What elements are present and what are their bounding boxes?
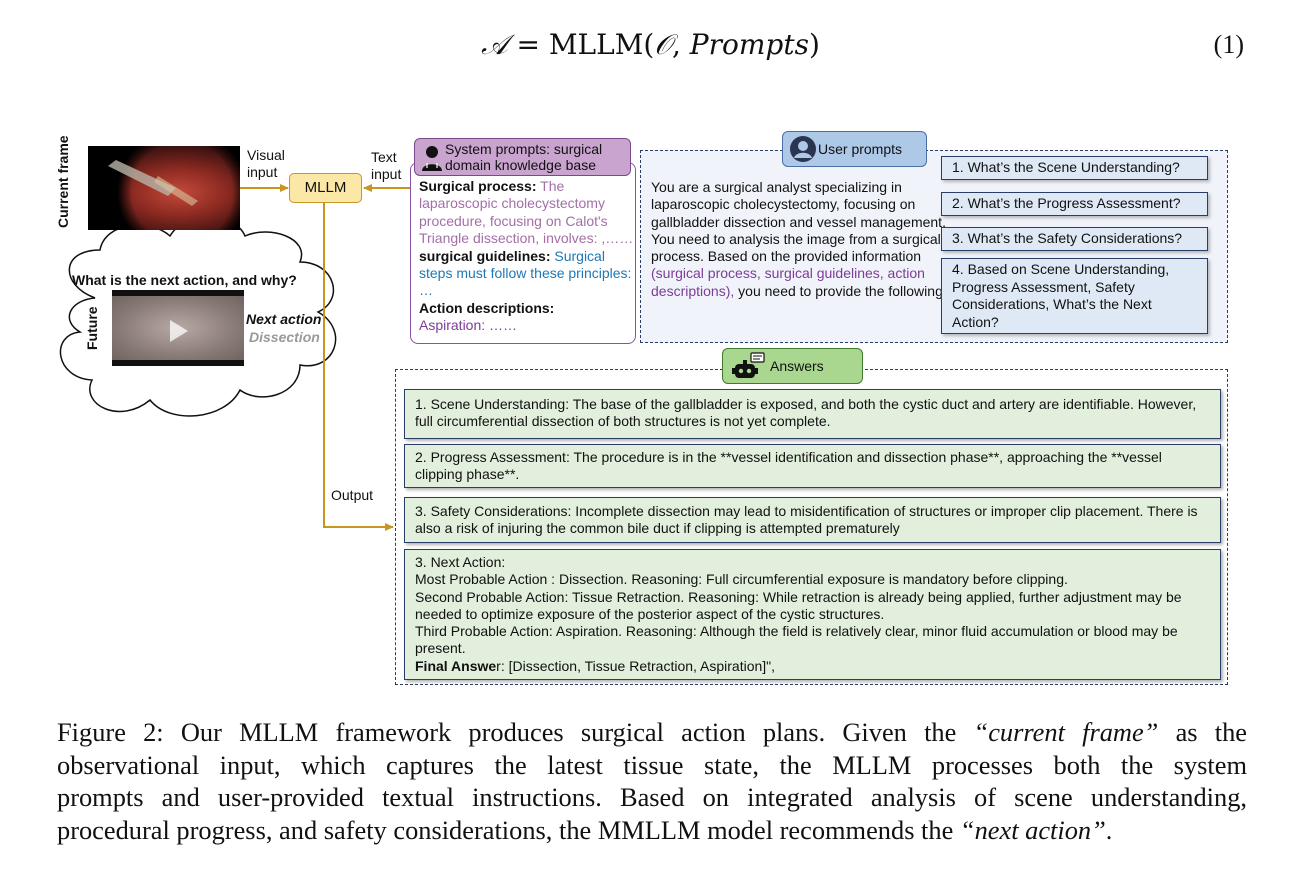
caption-l4-a: procedural progress, and safety consider… — [57, 814, 960, 845]
figure-caption: Figure 2: Our MLLM framework produces su… — [57, 716, 1247, 846]
guidelines-text: Surgical steps must follow these princip… — [419, 247, 632, 299]
user-text-highlight: (surgical process, surgical guidelines, … — [651, 265, 925, 299]
system-prompts-title: System prompts: surgical domain knowledg… — [445, 141, 603, 173]
equation-number: (1) — [1213, 30, 1244, 59]
final-answer-bold: Final Answe — [415, 657, 497, 674]
caption-l1-b: as the — [1158, 717, 1247, 747]
user-prompts-text: You are a surgical analyst specializing … — [651, 179, 947, 300]
final-answer: Final Answer: [Dissection, Tissue Retrac… — [415, 658, 1210, 675]
final-answer-rest: r: [Dissection, Tissue Retraction, Aspir… — [496, 657, 776, 674]
action-descriptions-label: Action descriptions: — [419, 299, 555, 316]
user-text-before: You are a surgical analyst specializing … — [651, 179, 946, 265]
play-icon — [170, 320, 188, 342]
eq-prompts: Prompts — [689, 28, 809, 61]
visual-input-label-2: input — [247, 164, 278, 180]
answers-title: Answers — [770, 358, 824, 374]
question-3: 3. What’s the Safety Considerations? — [941, 227, 1208, 251]
next-action-question: What is the next action, and why? — [72, 272, 297, 288]
caption-current-frame: “current frame” — [973, 717, 1159, 747]
third-probable-action: Third Probable Action: Aspiration. Reaso… — [415, 623, 1178, 657]
answer-scene-understanding: 1. Scene Understanding: The base of the … — [404, 389, 1221, 439]
text-input-label-1: Text — [371, 149, 397, 165]
next-action-title: 3. Next Action: — [415, 554, 506, 570]
equation-body: 𝒜 = MLLM(𝒪, Prompts) — [0, 28, 1301, 62]
question-4: 4. Based on Scene Understanding, Progres… — [941, 258, 1208, 334]
user-icon — [790, 136, 816, 162]
caption-next-action: “next action” — [959, 814, 1106, 845]
caption-line-1: Figure 2: Our MLLM framework produces su… — [57, 716, 1247, 749]
system-prompts-text: Surgical process: The laparoscopic chole… — [419, 178, 635, 335]
caption-line-2: observational input, which captures the … — [57, 749, 1247, 780]
user-prompts-header: User prompts — [782, 131, 927, 167]
robot-icon — [732, 352, 765, 378]
future-frame-image — [112, 290, 244, 366]
action-descriptions-text: Aspiration: …… — [419, 317, 518, 334]
visual-input-label-1: Visual — [247, 147, 285, 163]
caption-l1-a: Figure 2: Our MLLM framework produces su… — [57, 717, 974, 747]
caption-l4-b: . — [1105, 814, 1113, 845]
question-2: 2. What’s the Progress Assessment? — [941, 192, 1208, 216]
output-label: Output — [331, 487, 374, 503]
eq-lhs: 𝒜 — [481, 28, 508, 61]
current-frame-image — [88, 146, 240, 230]
question-1: 1. What’s the Scene Understanding? — [941, 156, 1208, 180]
next-action-value: Dissection — [249, 329, 320, 345]
eq-obs: 𝒪 — [654, 28, 672, 61]
user-text-after: you need to provide the following: — [734, 282, 947, 299]
eq-close: ) — [808, 28, 820, 61]
current-frame-label: Current frame — [50, 135, 90, 228]
answer-safety-considerations: 3. Safety Considerations: Incomplete dis… — [404, 497, 1221, 543]
second-probable-action: Second Probable Action: Tissue Retractio… — [415, 588, 1182, 622]
equation: 𝒜 = MLLM(𝒪, Prompts) (1) — [0, 28, 1301, 68]
output-arrow — [323, 203, 394, 531]
text-input-label-2: input — [371, 166, 402, 182]
surgical-process-text: The laparoscopic cholecystectomy procedu… — [419, 178, 634, 247]
future-label: Future — [84, 306, 100, 350]
caption-line-4: procedural progress, and safety consider… — [57, 814, 1247, 847]
answers-header: Answers — [722, 348, 863, 384]
eq-comma: , — [671, 28, 690, 61]
user-prompts-title: User prompts — [818, 141, 903, 157]
system-prompts-header: System prompts: surgical domain knowledg… — [414, 138, 631, 176]
doctor-icon — [422, 146, 442, 171]
surgical-tool-shape — [108, 160, 198, 206]
answer-progress-assessment: 2. Progress Assessment: The procedure is… — [404, 444, 1221, 488]
caption-line-3: prompts and user-provided textual instru… — [57, 782, 1247, 813]
most-probable-action: Most Probable Action : Dissection. Reaso… — [415, 571, 1068, 588]
next-action-label: Next action — [246, 311, 322, 327]
mllm-node: MLLM — [289, 173, 362, 203]
answer-next-action: 3. Next Action: Most Probable Action : D… — [404, 549, 1221, 680]
guidelines-label: surgical guidelines: — [419, 247, 551, 264]
surgical-process-label: Surgical process: — [419, 178, 537, 194]
current-frame-text: Current frame — [55, 135, 71, 228]
eq-mllm: = MLLM( — [507, 28, 655, 61]
